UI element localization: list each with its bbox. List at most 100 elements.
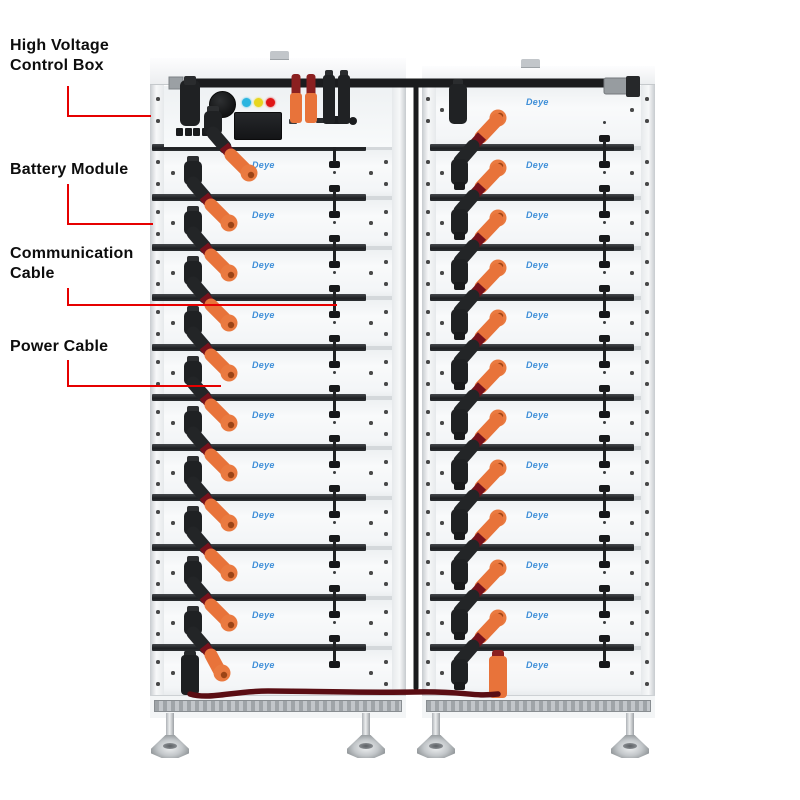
battery-module — [436, 548, 641, 598]
rivet-dot — [645, 510, 649, 514]
callout-text-line: Cable — [10, 265, 55, 282]
battery-module — [164, 548, 392, 598]
control-port — [316, 118, 327, 123]
communication-cable-wire — [602, 641, 606, 662]
module-separator — [152, 244, 366, 251]
rivet-dot — [645, 119, 649, 123]
battery-module — [436, 248, 641, 298]
rivet-dot — [156, 510, 160, 514]
communication-cable-connector — [599, 511, 610, 518]
module-separator-end — [366, 396, 392, 400]
module-separator-end — [634, 346, 641, 350]
module-separator-end — [366, 646, 392, 650]
communication-cable-connector — [329, 635, 340, 642]
rivet-dot — [426, 332, 430, 336]
rivet-dot — [426, 610, 430, 614]
module-brand-logo: Deye — [526, 97, 549, 107]
rivet-dot — [440, 108, 444, 112]
module-separator-end — [634, 646, 641, 650]
rivet-dot — [645, 610, 649, 614]
communication-cable-wire — [602, 491, 606, 512]
module-separator-end — [366, 546, 392, 550]
rivet-dot — [426, 232, 430, 236]
rivet-dot — [156, 310, 160, 314]
rivet-dot — [440, 621, 444, 625]
battery-module — [436, 498, 641, 548]
rivet-dot — [384, 432, 388, 436]
rivet-dot — [384, 560, 388, 564]
rivet-dot — [630, 371, 634, 375]
rack-mounting-tab — [521, 59, 540, 68]
rivet-dot — [156, 582, 160, 586]
communication-cable-connector — [599, 185, 610, 192]
communication-cable-connector — [329, 661, 340, 668]
module-separator — [152, 594, 366, 601]
module-separator-end — [366, 496, 392, 500]
rivet-dot — [384, 160, 388, 164]
communication-port-dot — [603, 321, 606, 324]
rack-side-rail — [150, 58, 164, 718]
rivet-dot — [171, 571, 175, 575]
communication-port-dot — [603, 221, 606, 224]
rivet-dot — [426, 460, 430, 464]
communication-cable-wire — [602, 341, 606, 362]
rivet-dot — [645, 282, 649, 286]
rivet-dot — [171, 521, 175, 525]
module-separator — [430, 194, 634, 201]
rivet-dot — [645, 560, 649, 564]
battery-module — [436, 648, 641, 695]
leveling-foot-ring — [623, 743, 637, 749]
module-separator — [430, 294, 634, 301]
rivet-dot — [156, 560, 160, 564]
rivet-dot — [440, 321, 444, 325]
module-separator — [430, 394, 634, 401]
rivet-dot — [156, 610, 160, 614]
communication-cable-connector — [599, 635, 610, 642]
rivet-dot — [645, 160, 649, 164]
control-port-round — [349, 117, 357, 125]
communication-port-dot — [333, 521, 336, 524]
rack-side-rail — [641, 66, 655, 718]
communication-cable-connector — [329, 335, 340, 342]
module-brand-logo: Deye — [252, 610, 275, 620]
rivet-dot — [384, 632, 388, 636]
communication-cable-connector — [599, 361, 610, 368]
battery-module — [436, 85, 641, 148]
communication-port-dot — [333, 371, 336, 374]
callout-label-power-cable: Power Cable — [10, 337, 108, 357]
module-brand-logo: Deye — [526, 310, 549, 320]
rivet-dot — [630, 321, 634, 325]
battery-module — [164, 648, 392, 695]
communication-cable-connector — [329, 385, 340, 392]
module-separator — [430, 144, 634, 151]
rivet-dot — [156, 360, 160, 364]
communication-cable-connector — [329, 311, 340, 318]
status-led-yellow — [254, 98, 263, 107]
communication-port-dot — [603, 621, 606, 624]
rivet-dot — [440, 671, 444, 675]
rivet-dot — [156, 482, 160, 486]
battery-module — [164, 198, 392, 248]
communication-port-dot — [603, 421, 606, 424]
module-brand-logo: Deye — [526, 210, 549, 220]
leveling-foot-ring — [163, 743, 177, 749]
rivet-dot — [156, 160, 160, 164]
communication-cable-wire — [332, 441, 336, 462]
rivet-dot — [645, 682, 649, 686]
rivet-dot — [426, 282, 430, 286]
rivet-dot — [171, 671, 175, 675]
status-led-blue — [242, 98, 251, 107]
communication-port-dot — [333, 171, 336, 174]
communication-cable-connector — [599, 661, 610, 668]
communication-cable-connector — [599, 411, 610, 418]
communication-port-dot — [603, 121, 606, 124]
callout-text-line: High Voltage — [10, 37, 109, 54]
rivet-dot — [369, 621, 373, 625]
rivet-dot — [630, 671, 634, 675]
module-brand-logo: Deye — [526, 510, 549, 520]
communication-port-dot — [603, 171, 606, 174]
rivet-dot — [384, 310, 388, 314]
module-brand-logo: Deye — [526, 410, 549, 420]
rivet-dot — [156, 532, 160, 536]
rivet-dot — [171, 621, 175, 625]
